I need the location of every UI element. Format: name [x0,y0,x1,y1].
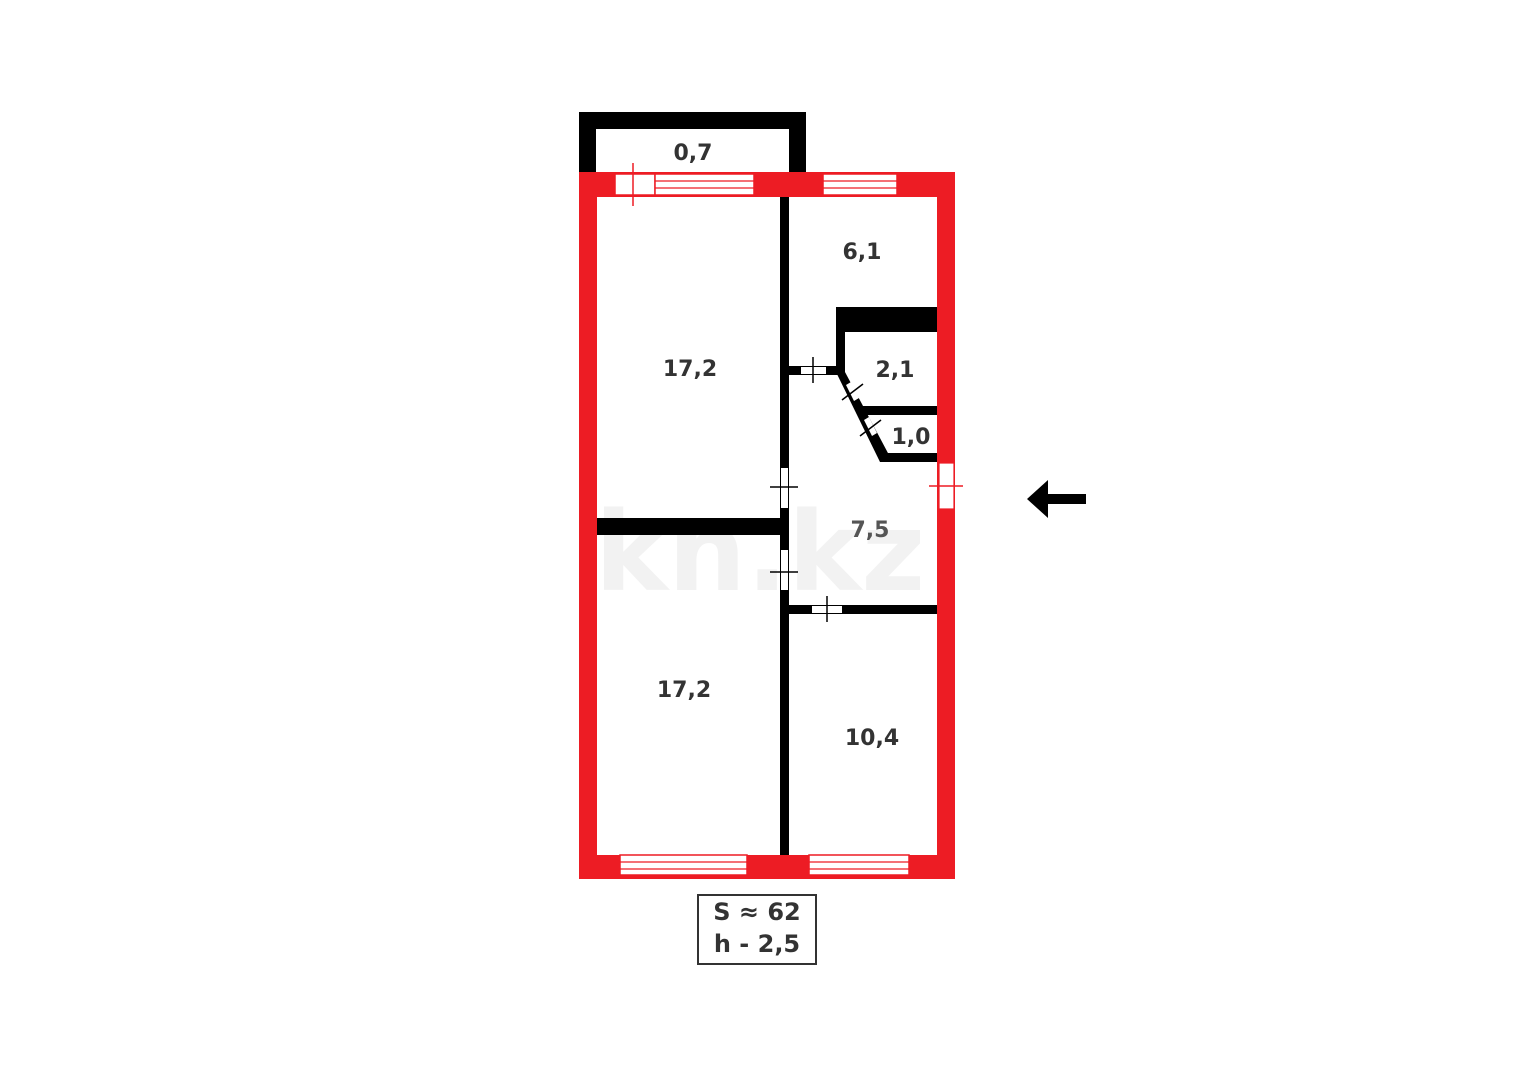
summary-box: S ≈ 62 h - 2,5 [697,894,817,965]
room-area-bedroom-top-left: 17,2 [663,357,717,382]
room-area-bedroom-bottom-left: 17,2 [657,678,711,703]
window-top-left [614,163,755,206]
window-top-right [822,173,898,196]
watermark: kn.kz [595,488,925,616]
room-area-bathroom: 2,1 [876,358,915,383]
entrance-door [929,462,963,510]
room-area-toilet: 1,0 [892,425,931,450]
balcony-walls [579,112,806,174]
room-area-balcony: 0,7 [674,141,713,166]
room-area-kitchen: 6,1 [843,240,882,265]
entrance-arrow-icon [1027,480,1086,518]
window-bottom-left [619,854,748,876]
window-bottom-right [808,854,910,876]
interior-walls [597,197,937,855]
room-area-hallway: 7,5 [851,518,890,543]
interior-doors [770,357,882,622]
total-area: S ≈ 62 [713,898,801,926]
room-area-room-bottom-right: 10,4 [845,726,899,751]
ceiling-height: h - 2,5 [713,930,801,958]
